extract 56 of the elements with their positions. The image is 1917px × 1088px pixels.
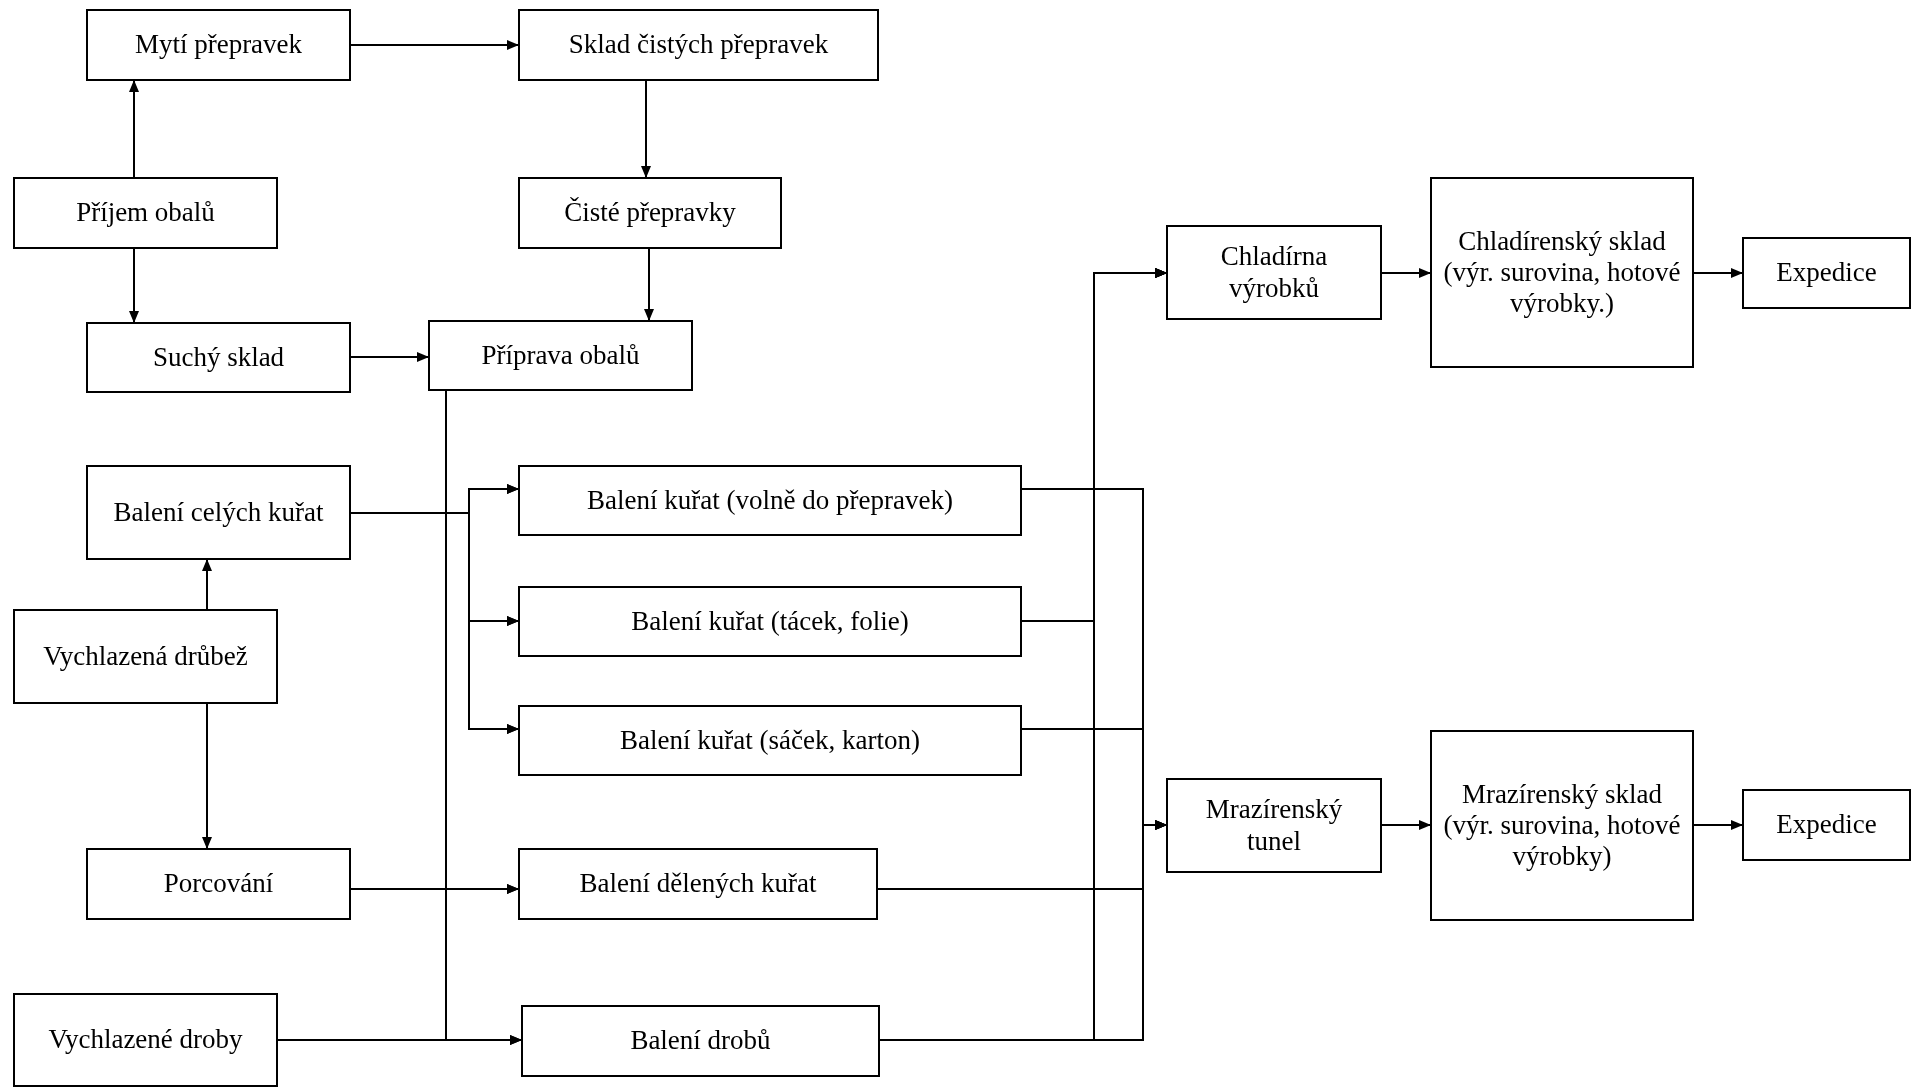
box-label: Příjem obalů (76, 197, 215, 229)
box-label: Příprava obalů (481, 339, 640, 371)
process-box (13, 993, 278, 1087)
box-label: Balení dělených kuřat (579, 868, 817, 900)
arrow (129, 248, 139, 323)
box-label: Balení celých kuřat (113, 496, 324, 528)
process-box (518, 9, 879, 81)
arrow (1693, 820, 1743, 830)
arrow (1381, 268, 1431, 278)
process-box (86, 848, 351, 920)
process-box (518, 586, 1022, 657)
process-box (518, 848, 878, 920)
process-box (13, 609, 278, 704)
process-box (1430, 177, 1694, 368)
process-box (1166, 778, 1382, 873)
box-label: Mrazírenský sklad (výr. surovina, hotové výrobky) (1442, 778, 1682, 873)
process-box (518, 705, 1022, 776)
process-box (86, 9, 351, 81)
process-box (518, 177, 782, 249)
box-label: Chladírna výrobků (1219, 241, 1329, 304)
process-box (86, 322, 351, 393)
box-label: Vychlazená drůbež (43, 640, 248, 672)
box-label: Vychlazené droby (48, 1024, 243, 1056)
process-box (428, 320, 693, 391)
box-label: Mytí přepravek (134, 29, 303, 61)
box-label: Balení kuřat (volně do přepravek) (587, 484, 953, 516)
arrow (202, 559, 212, 610)
box-label: Expedice (1776, 257, 1877, 289)
box-label: Balení kuřat (sáček, karton) (620, 724, 920, 756)
process-box (86, 465, 351, 560)
process-box (521, 1005, 880, 1077)
arrow (350, 40, 519, 50)
box-label: Sklad čistých přepravek (568, 29, 829, 61)
box-label: Mrazírenský tunel (1204, 794, 1344, 857)
arrow (641, 80, 651, 178)
box-label: Porcování (163, 868, 274, 900)
arrow (350, 884, 519, 894)
process-box (1742, 237, 1911, 309)
box-label: Čisté přepravky (564, 197, 736, 229)
box-label: Balení kuřat (tácek, folie) (631, 605, 909, 637)
process-box (13, 177, 278, 249)
box-label: Suchý sklad (152, 341, 285, 373)
arrow (350, 352, 429, 362)
arrow (129, 80, 139, 178)
process-box (518, 465, 1022, 536)
arrow (277, 1035, 522, 1045)
process-box (1166, 225, 1382, 320)
box-label: Expedice (1776, 809, 1877, 841)
box-label: Balení drobů (630, 1025, 771, 1057)
arrow (202, 703, 212, 849)
box-label: Chladírenský sklad (výr. surovina, hotové výrobky.) (1442, 225, 1682, 320)
arrow (1693, 268, 1743, 278)
arrow (1381, 820, 1431, 830)
process-box (1430, 730, 1694, 921)
process-box (1742, 789, 1911, 861)
arrow (644, 248, 654, 321)
